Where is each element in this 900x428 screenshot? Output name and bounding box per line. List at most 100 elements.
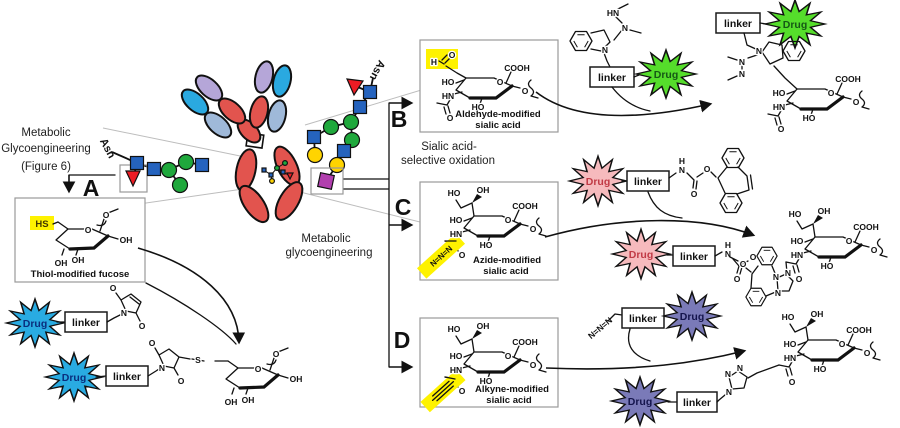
atom-oh: OH (225, 397, 238, 407)
ring-o: O (828, 88, 835, 98)
linker-box (626, 170, 670, 192)
atom-o: O (734, 274, 741, 284)
ring-o: O (839, 339, 846, 349)
atom-oh: OH (811, 309, 824, 319)
box-b-caption1: Aldehyde-modified (455, 109, 541, 120)
atom-o: O (530, 360, 537, 370)
atom-s: S (195, 355, 201, 365)
atom-n: N (622, 23, 628, 33)
atom-h: H (431, 57, 437, 67)
atom-cooh: COOH (504, 63, 530, 73)
branch-a-label: A (83, 175, 100, 201)
atom-ho: HO (450, 215, 463, 225)
atom-n: N (726, 387, 732, 397)
atom-ho: HO (789, 209, 802, 219)
atom-o: O (750, 252, 757, 262)
atom-hn: HN (784, 353, 796, 363)
atom-cooh: COOH (512, 201, 538, 211)
linker-label: linker (683, 397, 711, 409)
left-title-line1: Metabolic (21, 127, 70, 139)
atom-o: O (139, 321, 146, 331)
ring-o: O (497, 77, 504, 87)
alkyne-highlight (420, 369, 466, 413)
atom-n: N (725, 249, 731, 259)
atom-ho: HO (773, 88, 786, 98)
atom-n: N (739, 69, 745, 79)
atom-ho: HO (472, 102, 485, 112)
atom-ho: HO (791, 236, 804, 246)
atom-hn: HN (450, 365, 462, 375)
box-c-azide-sialic: N=N=N COOH O O HN O HO HO HO OH Azide-mo… (416, 181, 559, 281)
atom-o: O (778, 124, 785, 134)
atom-n: N (737, 363, 743, 373)
center-caption-line1: Metabolic (301, 233, 350, 245)
triazole: N N N (772, 261, 794, 299)
row-d-reagents: N=N=N linker Drug Drug linker N N N (545, 291, 748, 426)
atom-o: O (530, 224, 537, 234)
atom-ho: HO (803, 113, 816, 123)
atom-o: O (459, 250, 466, 260)
atom-o: O (864, 348, 871, 358)
atom-oh: OH (72, 255, 85, 265)
atom-o: O (740, 259, 747, 269)
branch-b-label: B (391, 106, 408, 132)
atom-cooh: COOH (853, 222, 879, 232)
drug-label: Drug (586, 176, 611, 188)
atom-hn: HN (773, 102, 785, 112)
asn-label-left: Asn (97, 136, 117, 160)
oxidation-caption-line2: selective oxidation (401, 155, 495, 167)
box-a-caption: Thiol-modified fucose (31, 269, 130, 280)
drug-label: Drug (23, 318, 48, 330)
linker-label: linker (72, 317, 100, 329)
row-a-reagents: Drug linker N O O Drug linker N O O (5, 282, 191, 402)
atom-o: O (103, 210, 110, 220)
atom-n: N (159, 363, 165, 373)
atom-ho: HO (450, 351, 463, 361)
atom-n: N (739, 57, 745, 67)
branch-system: B C D A (62, 96, 414, 374)
atom-oh: OH (477, 185, 490, 195)
atom-ho: HO (782, 312, 795, 322)
atom-h: H (725, 240, 731, 250)
ring-o: O (505, 351, 512, 361)
atom-cooh: COOH (835, 74, 861, 84)
left-title-line2: Glycoengineering (1, 143, 91, 155)
drug-label: Drug (680, 311, 705, 323)
drug-label: Drug (628, 396, 653, 408)
atom-ho: HO (448, 188, 461, 198)
left-title-line3: (Figure 6) (21, 161, 71, 173)
ring-o: O (255, 364, 262, 374)
atom-n: N (679, 165, 685, 175)
atom-ho: HO (448, 324, 461, 334)
atom-hn: HN (607, 8, 619, 18)
atom-o: O (796, 274, 803, 284)
row-c-reagents: Drug linker H N O O Drug linker H N O O (544, 147, 758, 285)
atom-n: N (756, 46, 762, 56)
atom-o: O (273, 349, 280, 359)
atom-ho: HO (442, 77, 455, 87)
branch-c-label: C (395, 194, 412, 220)
triazole: N N N (716, 362, 748, 403)
box-d-alkyne-sialic: COOH O O HN O HO HO HO OH Alkyne-modifie… (419, 317, 559, 413)
box-c-caption1: Azide-modified (473, 255, 541, 266)
atom-o: O (691, 189, 698, 199)
atom-oh: OH (290, 374, 303, 384)
ring-o: O (505, 215, 512, 225)
atom-oh: OH (477, 321, 490, 331)
linker-label: linker (724, 18, 752, 30)
callout-lines (102, 87, 493, 241)
box-d-caption1: Alkyne-modified (475, 384, 549, 395)
atom-o: O (871, 245, 878, 255)
drug-label: Drug (62, 372, 87, 384)
atom-o: O (789, 377, 796, 387)
sialic-square (316, 171, 336, 191)
row-b-product: linker Drug N N N COOH O O HN O HO HO (715, 0, 871, 135)
box-a-thiol-fucose: HS O O OH OH OH Thiol-modified fucose (14, 197, 146, 283)
atom-oh: OH (55, 258, 68, 268)
row-a-product: S O O OH OH OH (137, 247, 304, 408)
box-b-caption2: sialic acid (475, 120, 521, 131)
atom-oh: OH (818, 206, 831, 216)
left-glycan: Asn (97, 136, 210, 194)
atom-hn: HN (442, 91, 454, 101)
